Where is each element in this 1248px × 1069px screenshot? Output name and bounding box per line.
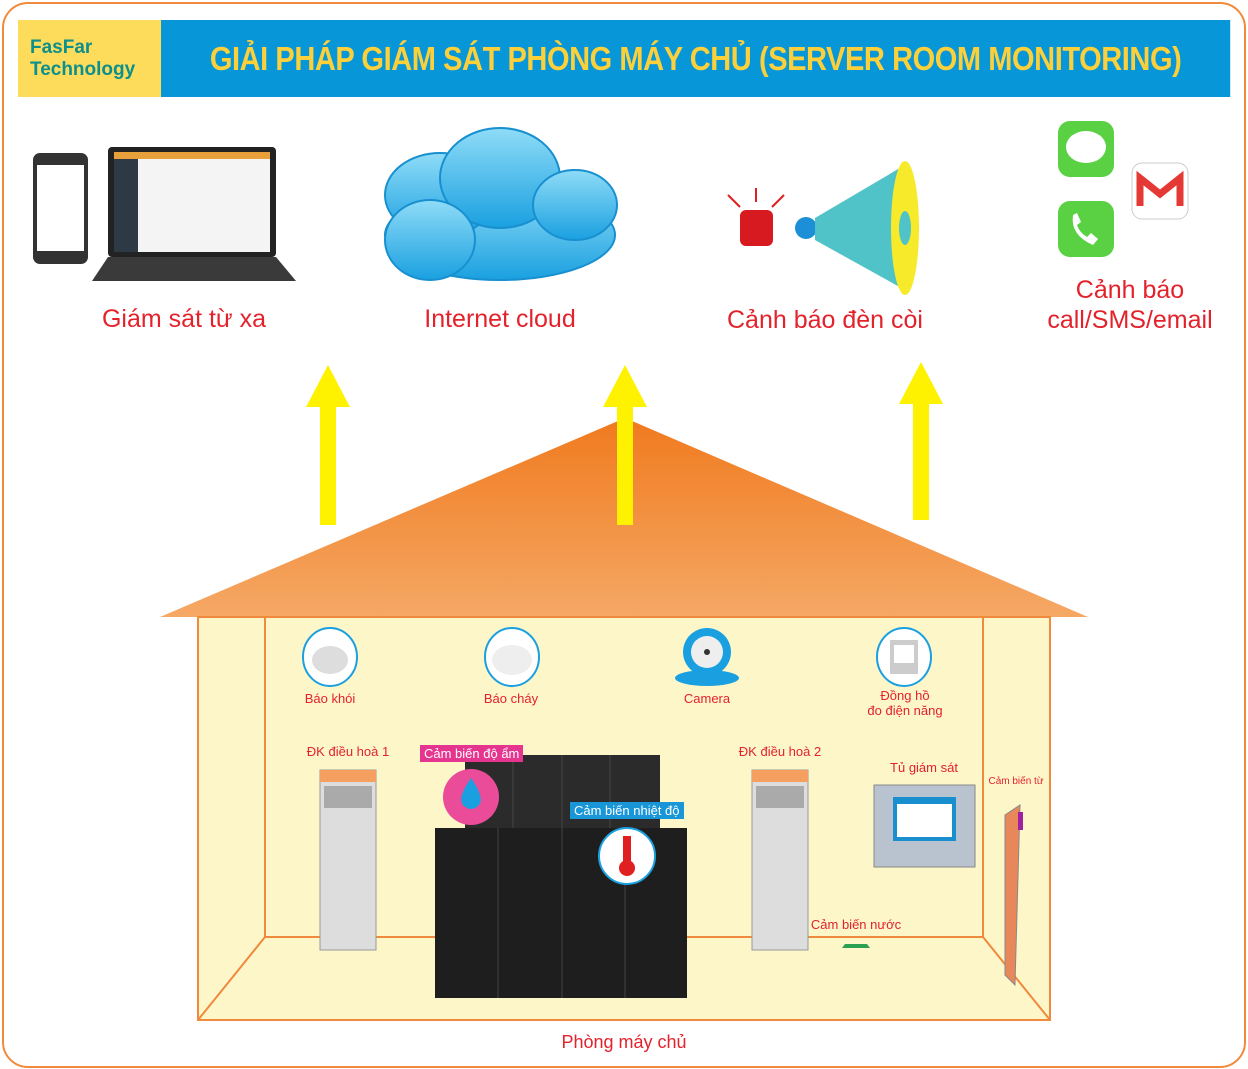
- arrows: [306, 362, 943, 525]
- sms-icon: [1058, 121, 1114, 177]
- cabinet-label: Tủ giám sát: [890, 760, 958, 775]
- room-label: Phòng máy chủ: [561, 1032, 687, 1052]
- monitoring-cabinet-icon: [873, 784, 976, 868]
- water-sensor-label: Cảm biến nước: [810, 917, 902, 932]
- smoke-label: Báo khói: [304, 691, 356, 706]
- door-sensor-icon: [1004, 804, 1023, 987]
- temperature-sensor-icon: [598, 827, 656, 885]
- air-conditioner-1: [319, 769, 377, 951]
- smoke-detector-icon: [302, 627, 358, 687]
- humidity-sensor-icon: [443, 769, 499, 825]
- water-sensor-icon: [842, 944, 870, 948]
- cloud-label: Internet cloud: [424, 305, 576, 333]
- alert-line2: call/SMS/email: [1047, 306, 1213, 334]
- temperature-tag: Cảm biến nhiệt độ: [570, 802, 684, 819]
- meter-line1: Đồng hồ: [880, 688, 930, 703]
- cloud-icon: [384, 127, 618, 281]
- call-icon: [1058, 201, 1114, 257]
- fire-label: Báo cháy: [483, 691, 539, 706]
- camera-label: Camera: [683, 691, 731, 706]
- ac1-label: ĐK điều hoà 1: [306, 744, 390, 759]
- email-icon: [1131, 162, 1189, 220]
- air-conditioner-2: [751, 769, 809, 951]
- laptop-phone-icon: [33, 147, 296, 281]
- camera-icon: [675, 628, 739, 686]
- meter-line2: đo điện năng: [867, 703, 943, 718]
- ac2-label: ĐK điều hoà 2: [738, 744, 822, 759]
- logo-line1: FasFar: [30, 37, 93, 58]
- alert-line1: Cảnh báo: [1075, 276, 1185, 304]
- fire-detector-icon: [484, 627, 540, 687]
- siren-horn-icon: [727, 161, 919, 295]
- siren-label: Cảnh báo đèn còi: [727, 306, 923, 334]
- power-meter-icon: [876, 627, 932, 687]
- door-sensor-label: Cảm biến từ: [988, 776, 1044, 787]
- humidity-tag: Cảm biến độ ẩm: [420, 745, 524, 762]
- remote-monitoring-label: Giám sát từ xa: [101, 305, 266, 333]
- page-title: GIẢI PHÁP GIÁM SÁT PHÒNG MÁY CHỦ (SERVER…: [161, 20, 1231, 97]
- logo-line2: Technology: [30, 59, 136, 80]
